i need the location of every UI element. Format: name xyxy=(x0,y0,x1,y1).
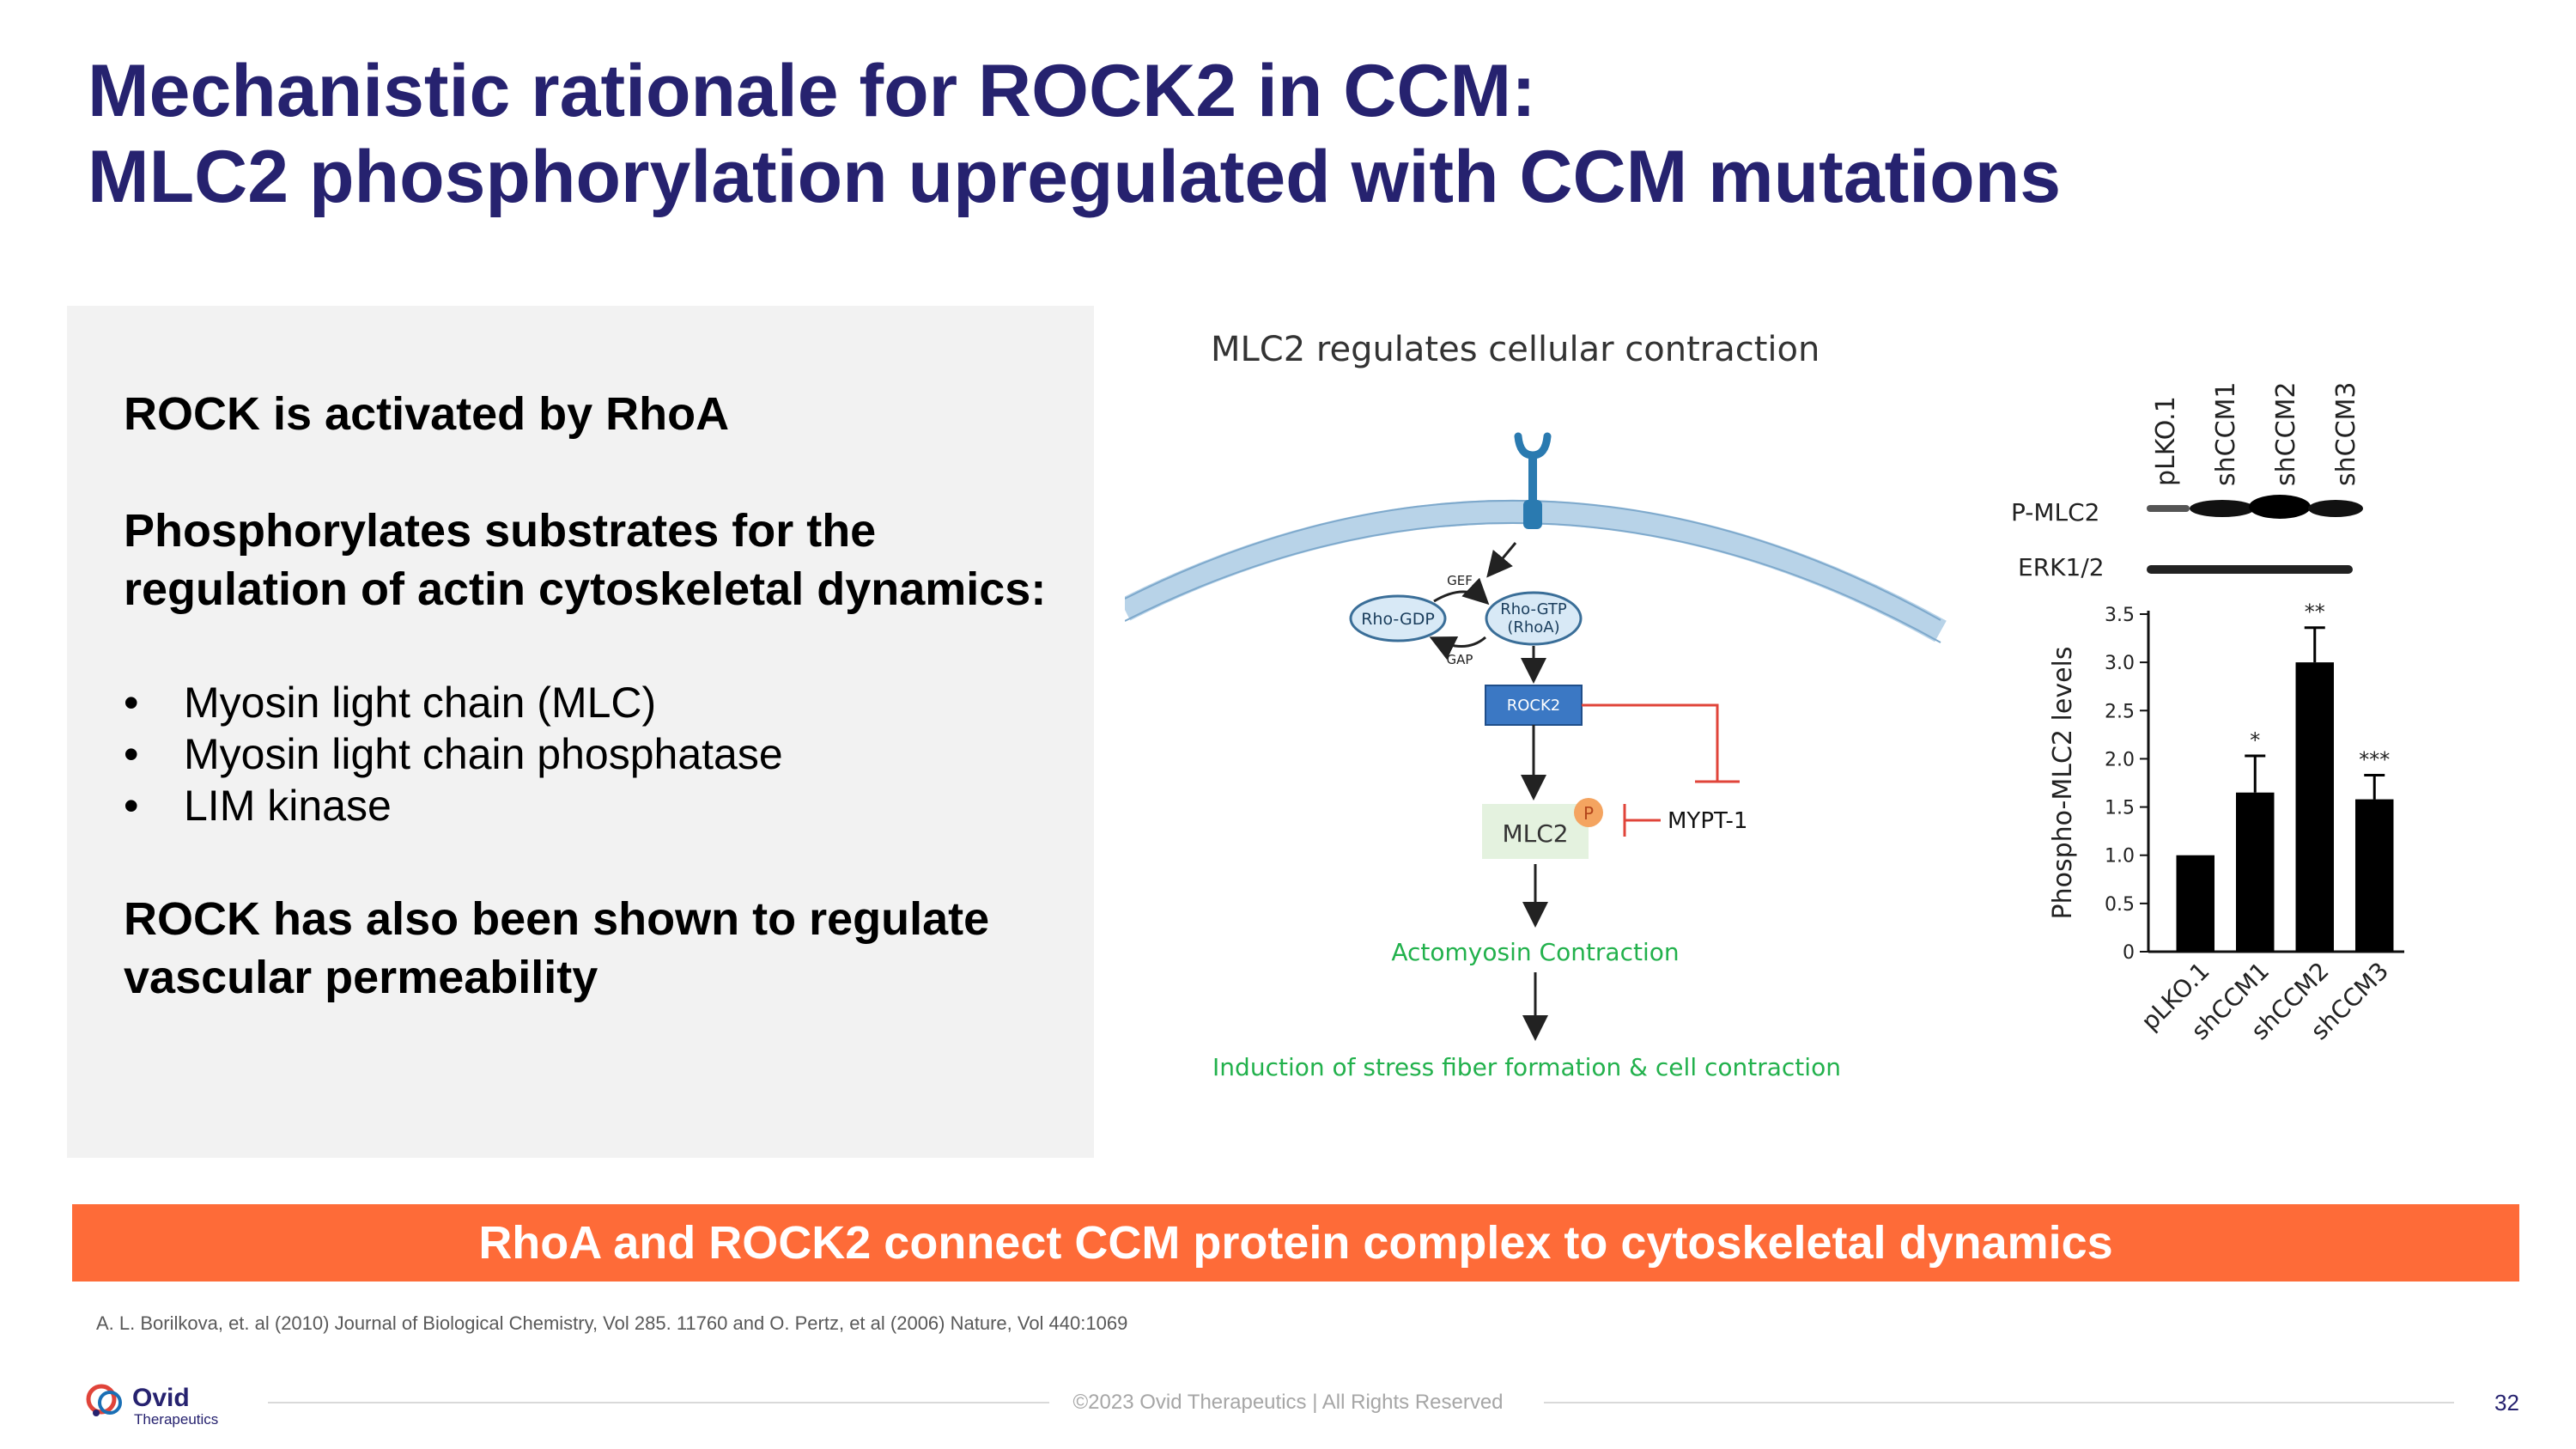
y-tick-label: 3.5 xyxy=(2105,605,2135,626)
significance-label: *** xyxy=(2359,748,2390,772)
blot-lane-label: pLKO.1 xyxy=(2151,396,2181,486)
gap-label: GAP xyxy=(1447,652,1473,667)
mlc2-label: MLC2 xyxy=(1502,819,1568,848)
heading-vascular-permeability: ROCK has also been shown to regulate vas… xyxy=(124,893,990,1003)
list-item: LIM kinase xyxy=(124,780,1068,831)
mechanism-figure: MLC2 regulates cellular contraction Rho-… xyxy=(1125,330,2404,1081)
footer-divider-right xyxy=(1544,1402,2454,1403)
y-tick-label: 2.5 xyxy=(2105,701,2135,722)
list-item: Myosin light chain (MLC) xyxy=(124,677,1068,728)
inhibition-line xyxy=(1582,703,1719,782)
logo-subtitle: Therapeutics xyxy=(134,1411,218,1428)
title-line-1: Mechanistic rationale for ROCK2 in CCM: xyxy=(88,50,1536,132)
rho-gtp-label: Rho-GTP xyxy=(1500,600,1567,618)
rock2-label: ROCK2 xyxy=(1507,697,1561,715)
rock2-node: ROCK2 xyxy=(1485,685,1583,726)
blot-lane-label: shCCM1 xyxy=(2211,381,2241,486)
y-tick-label: 1.0 xyxy=(2105,846,2135,868)
list-item: Myosin light chain phosphatase xyxy=(124,728,1068,780)
bar xyxy=(2295,662,2334,952)
footer-divider-left xyxy=(268,1402,1049,1403)
bar xyxy=(2176,855,2215,952)
rho-gdp-node: Rho-GDP xyxy=(1349,594,1447,642)
logo-name: Ovid xyxy=(132,1384,190,1412)
title-line-2: MLC2 phosphorylation upregulated with CC… xyxy=(88,136,2062,218)
y-tick-label: 1.5 xyxy=(2105,798,2135,819)
bar xyxy=(2355,799,2394,952)
mypt1-label: MYPT-1 xyxy=(1668,808,1747,834)
diagram-title: MLC2 regulates cellular contraction xyxy=(1211,330,1820,369)
ovid-logo: Ovid Therapeutics xyxy=(86,1384,218,1428)
western-blot: pLKO.1 shCCM1 shCCM2 shCCM3 P-MLC2 ERK1/… xyxy=(2011,381,2363,581)
slide-title: Mechanistic rationale for ROCK2 in CCM: … xyxy=(88,48,2492,220)
significance-label: ** xyxy=(2305,600,2325,624)
rhoa-label: (RhoA) xyxy=(1507,618,1559,636)
text-panel-content: ROCK is activated by RhoA Phosphorylates… xyxy=(124,385,1068,1007)
blot-row-erk: ERK1/2 xyxy=(2018,553,2105,581)
blot-row-pmlc2: P-MLC2 xyxy=(2011,498,2100,527)
substrate-list: Myosin light chain (MLC) Myosin light ch… xyxy=(124,677,1068,831)
rho-gtp-node: Rho-GTP (RhoA) xyxy=(1485,591,1583,646)
receptor-icon xyxy=(1514,432,1552,529)
gef-label: GEF xyxy=(1447,573,1473,588)
key-message-banner: RhoA and ROCK2 connect CCM protein compl… xyxy=(72,1204,2519,1282)
actomyosin-label: Actomyosin Contraction xyxy=(1391,938,1679,966)
ovid-logo-mark xyxy=(86,1384,122,1416)
phosphate-icon: P xyxy=(1574,798,1603,827)
y-axis-label: Phospho-MLC2 levels xyxy=(2048,646,2078,919)
significance-label: * xyxy=(2250,728,2260,752)
rho-gdp-label: Rho-GDP xyxy=(1361,610,1435,629)
induction-label: Induction of stress fiber formation & ce… xyxy=(1212,1053,1841,1081)
reference-citation: A. L. Borilkova, et. al (2010) Journal o… xyxy=(96,1312,1128,1334)
bar xyxy=(2236,792,2275,952)
heading-rock-activated: ROCK is activated by RhoA xyxy=(124,388,730,440)
text-panel: ROCK is activated by RhoA Phosphorylates… xyxy=(67,306,1094,1158)
phosphate-label: P xyxy=(1583,803,1594,824)
heading-phosphorylates: Phosphorylates substrates for the regula… xyxy=(124,505,1047,615)
y-tick-label: 0.5 xyxy=(2105,894,2135,916)
y-tick-label: 0 xyxy=(2123,942,2135,964)
y-tick-label: 2.0 xyxy=(2105,749,2135,770)
blot-lane-label: shCCM3 xyxy=(2331,381,2361,486)
blot-lane-label: shCCM2 xyxy=(2271,381,2301,486)
y-tick-label: 3.0 xyxy=(2105,653,2135,674)
mlc2-node: MLC2 xyxy=(1482,804,1589,859)
page-number: 32 xyxy=(2494,1390,2519,1416)
copyright-text: ©2023 Ovid Therapeutics | All Rights Res… xyxy=(0,1391,2576,1415)
